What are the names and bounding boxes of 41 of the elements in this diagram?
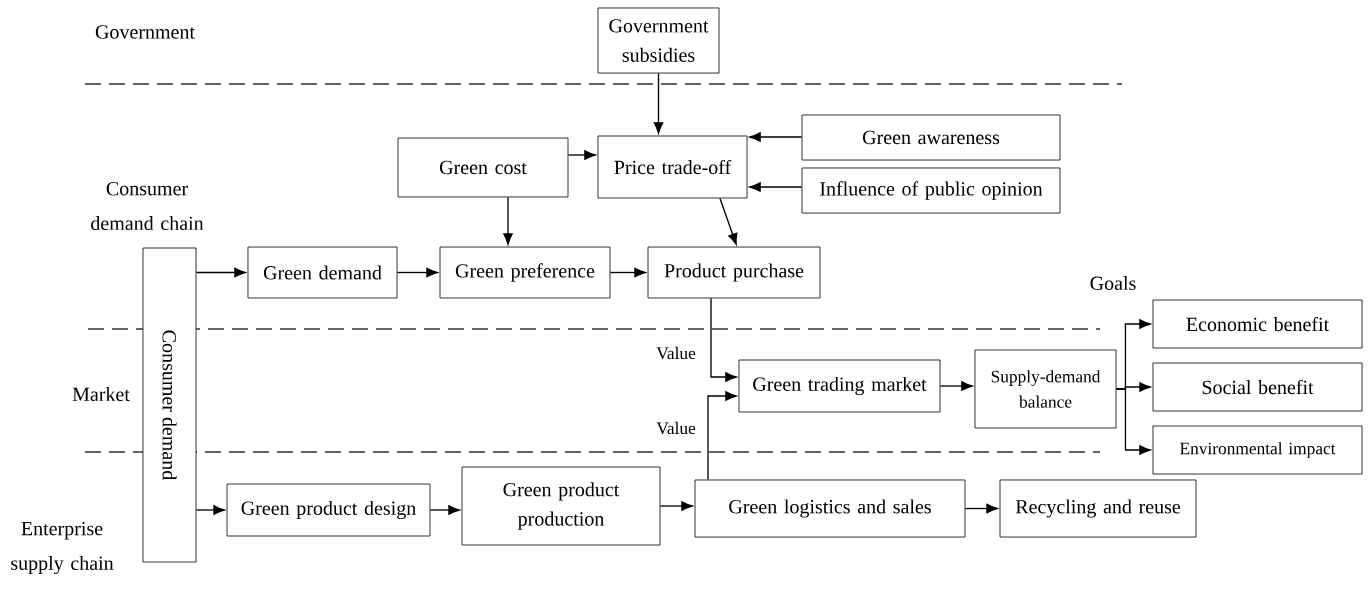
- lane-label: Government: [95, 25, 195, 39]
- arrow: [567, 150, 596, 160]
- arrow: [195, 267, 246, 278]
- process-box: Green demand: [247, 246, 398, 299]
- edge-label: Value: [654, 420, 698, 436]
- arrow: [195, 505, 225, 515]
- edge-label: Value: [654, 345, 698, 361]
- process-box: Price trade-off: [597, 135, 748, 199]
- lane-label: Consumer demand chain: [91, 181, 204, 231]
- process-box: Recycling and reuse: [999, 479, 1197, 538]
- arrow: [707, 391, 737, 481]
- arrow: [503, 196, 513, 245]
- arrow: [749, 182, 803, 192]
- process-box: Consumer demand: [142, 247, 197, 563]
- process-box: Influence of public opinion: [801, 167, 1061, 214]
- arrow: [609, 267, 646, 278]
- arrow: [659, 501, 693, 511]
- process-box: Green product production: [461, 466, 661, 546]
- lane-label: Enterprise supply chain: [11, 521, 114, 575]
- process-box: Supply-demand balance: [974, 349, 1117, 429]
- arrow: [749, 132, 803, 142]
- process-box: Environmental impact: [1152, 425, 1363, 475]
- lane-label: Goals: [1090, 276, 1136, 291]
- arrow: [1115, 388, 1151, 455]
- process-box: Green preference: [439, 246, 611, 299]
- process-box: Economic benefit: [1152, 299, 1363, 349]
- process-box: Green trading market: [738, 359, 941, 413]
- process-box: Green product design: [226, 483, 431, 537]
- process-box: Green logistics and sales: [694, 479, 966, 538]
- arrow: [429, 505, 460, 515]
- process-box: Government subsidies: [597, 7, 720, 74]
- arrow: [396, 267, 438, 278]
- arrow: [939, 381, 973, 391]
- arrow: [710, 297, 737, 382]
- arrow: [719, 197, 738, 245]
- process-box: Product purchase: [647, 246, 821, 299]
- arrow: [653, 72, 664, 134]
- process-box: Social benefit: [1152, 362, 1363, 412]
- process-box: Green cost: [397, 137, 569, 198]
- process-box: Green awareness: [801, 114, 1061, 161]
- arrow: [964, 503, 998, 514]
